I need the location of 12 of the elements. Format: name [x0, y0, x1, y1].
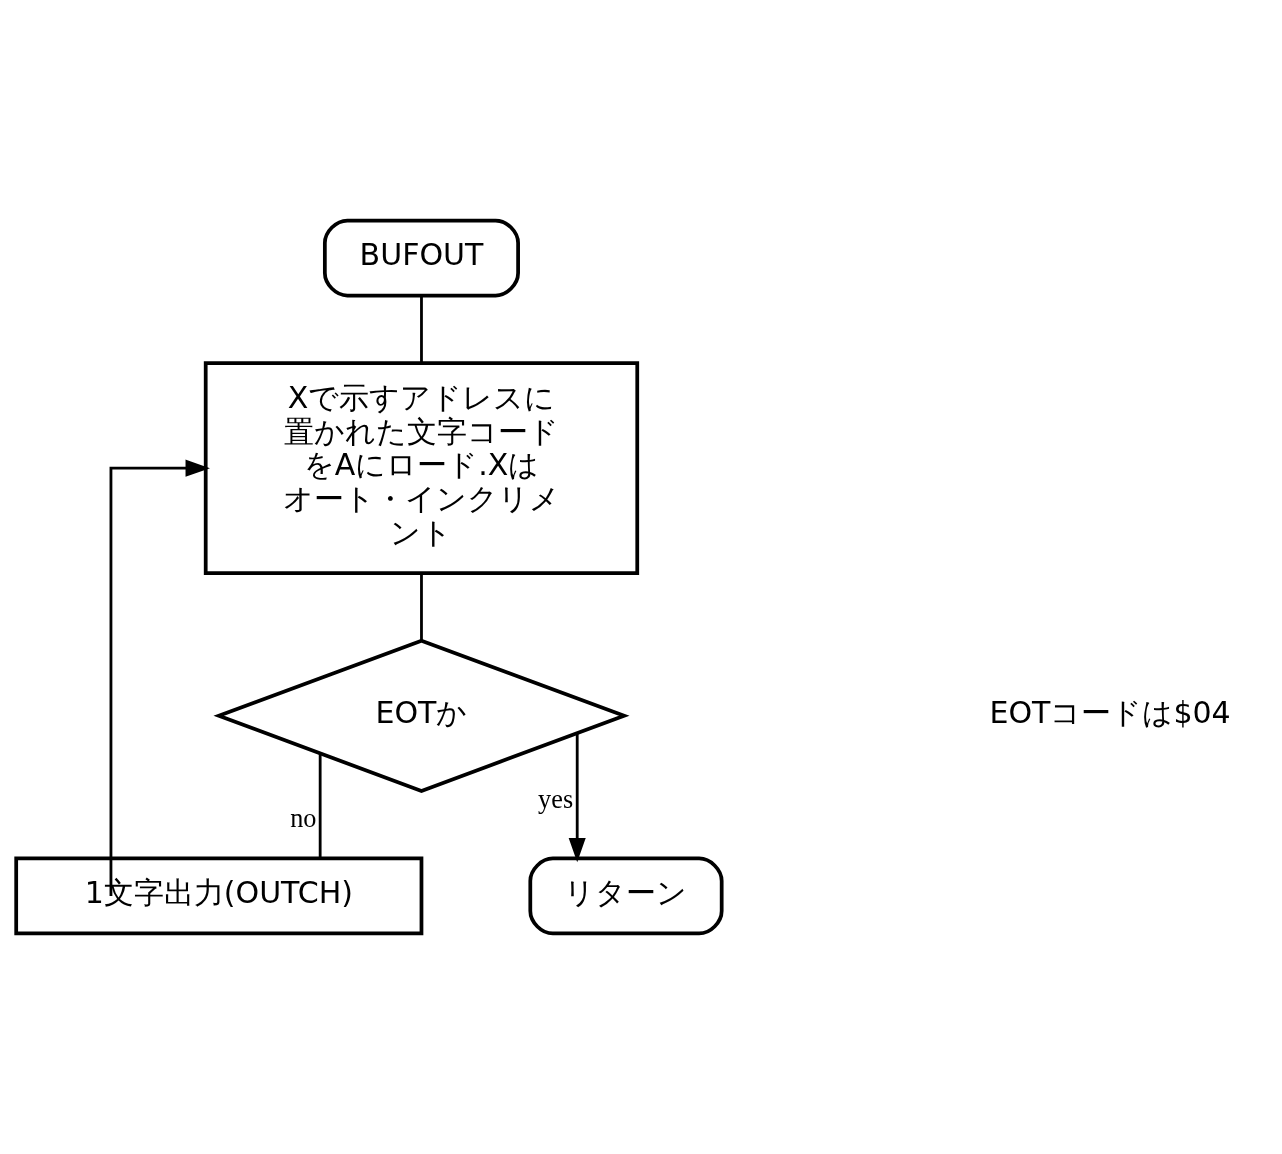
label: EOTコードは$04 [989, 694, 1231, 730]
node-box: Xで示すアドレスに置かれた文字コードをAにロード.Xはオート・インクリメント [203, 361, 640, 576]
connector [318, 754, 322, 859]
node-box: BUFOUT [322, 218, 520, 298]
node-diamond: EOTか [213, 638, 630, 793]
arrow [568, 733, 586, 863]
connector [420, 295, 423, 363]
connector [420, 573, 423, 641]
edge-label: no [290, 804, 317, 834]
node-box: リターン [528, 856, 724, 936]
arrow [109, 459, 210, 896]
node-box: 1文字出力(OUTCH) [14, 856, 424, 936]
